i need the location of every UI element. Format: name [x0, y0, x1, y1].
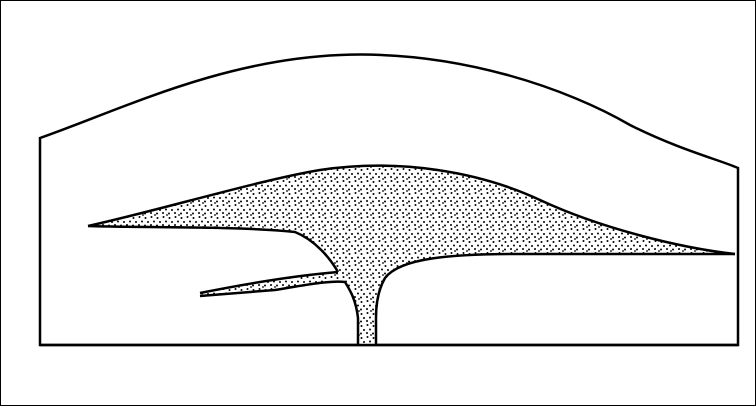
laccolith-right-floor-line	[376, 254, 735, 344]
